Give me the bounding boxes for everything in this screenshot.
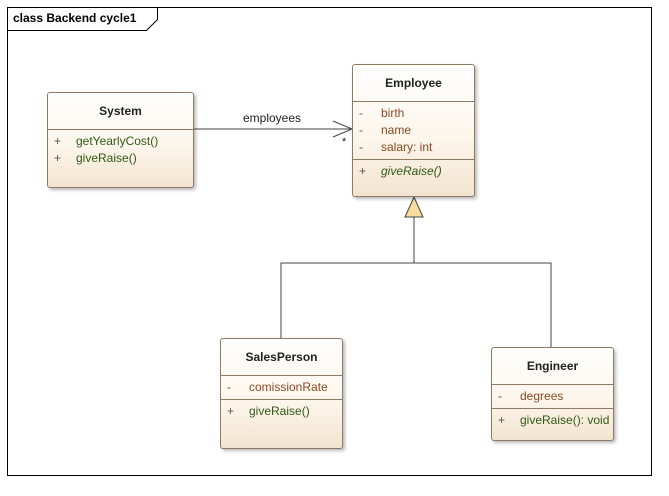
class-name: System: [48, 93, 193, 130]
class-name: SalesPerson: [221, 339, 342, 376]
attribute-text: birth: [381, 106, 405, 120]
operation-text: getYearlyCost(): [76, 134, 159, 148]
class-employee[interactable]: Employee - birth - name - salary: int + …: [352, 64, 475, 197]
operations-section: + giveRaise(): [353, 160, 474, 183]
visibility-marker: -: [359, 140, 363, 154]
operation-text: giveRaise(): [249, 404, 310, 418]
attribute-text: name: [381, 123, 412, 137]
operation-text: giveRaise(): [76, 151, 137, 165]
attributes-section: - birth - name - salary: int: [353, 102, 474, 160]
attribute-row[interactable]: - degrees: [492, 388, 613, 405]
operation-row[interactable]: + giveRaise(): [48, 150, 193, 167]
attribute-row[interactable]: - name: [353, 122, 474, 139]
attribute-row[interactable]: - comissionRate: [221, 379, 342, 396]
visibility-marker: -: [498, 389, 502, 403]
class-name: Employee: [353, 65, 474, 102]
visibility-marker: -: [359, 106, 363, 120]
operation-text: giveRaise(): [381, 164, 442, 178]
attribute-text: comissionRate: [249, 380, 328, 394]
operation-row[interactable]: + getYearlyCost(): [48, 133, 193, 150]
visibility-marker: +: [54, 134, 62, 148]
visibility-marker: +: [498, 413, 506, 427]
class-system[interactable]: System + getYearlyCost() + giveRaise(): [47, 92, 194, 188]
class-engineer[interactable]: Engineer - degrees + giveRaise(): void: [491, 347, 614, 441]
diagram-frame-title: class Backend cycle1: [13, 11, 137, 25]
operations-section: + giveRaise(): void: [492, 409, 613, 432]
attribute-text: salary: int: [381, 140, 433, 154]
visibility-marker: +: [54, 151, 62, 165]
attributes-section: - degrees: [492, 385, 613, 409]
generalization-line-engineer: [414, 262, 552, 347]
operation-text: giveRaise(): void: [520, 413, 610, 427]
visibility-marker: +: [359, 164, 367, 178]
operation-row[interactable]: + giveRaise(): [353, 163, 474, 180]
attribute-text: degrees: [520, 389, 564, 403]
operations-section: + getYearlyCost() + giveRaise(): [48, 130, 193, 170]
visibility-marker: +: [227, 404, 235, 418]
visibility-marker: -: [227, 380, 231, 394]
class-name: Engineer: [492, 348, 613, 385]
operation-row[interactable]: + giveRaise(): void: [492, 412, 613, 429]
attributes-section: - comissionRate: [221, 376, 342, 400]
operations-section: + giveRaise(): [221, 400, 342, 423]
visibility-marker: -: [359, 123, 363, 137]
generalization-line-salesperson: [280, 217, 415, 338]
attribute-row[interactable]: - birth: [353, 105, 474, 122]
association-multiplicity: *: [342, 136, 347, 148]
association-label: employees: [243, 111, 302, 125]
generalization-triangle: [404, 195, 424, 218]
attribute-row[interactable]: - salary: int: [353, 139, 474, 156]
class-salesperson[interactable]: SalesPerson - comissionRate + giveRaise(…: [220, 338, 343, 449]
operation-row[interactable]: + giveRaise(): [221, 403, 342, 420]
